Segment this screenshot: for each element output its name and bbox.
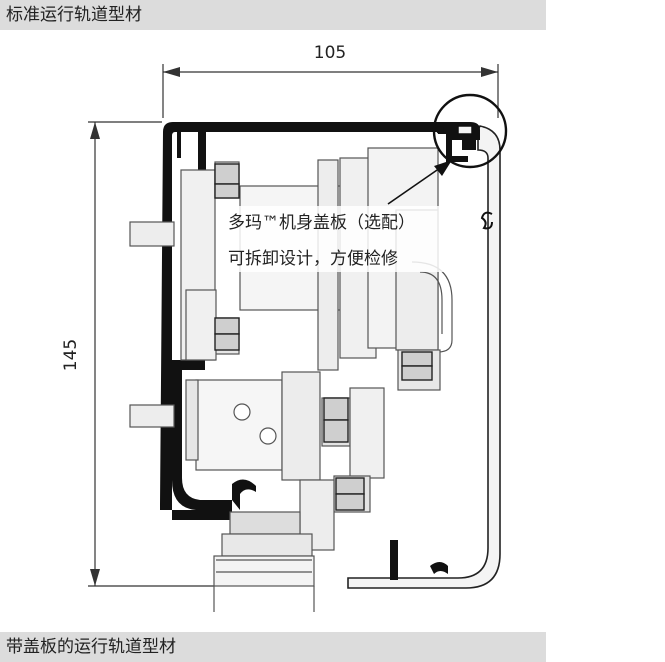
bottom-flange bbox=[160, 505, 232, 520]
left-wall-inner bbox=[172, 360, 232, 510]
callout-line-2: 可拆卸设计，方便检修 bbox=[228, 249, 398, 269]
height-arrow-top bbox=[90, 122, 100, 139]
width-arrow-right bbox=[481, 67, 498, 77]
top-rail-lip bbox=[177, 132, 181, 158]
callout-leader bbox=[387, 160, 452, 205]
bottom-section-title: 带盖板的运行轨道型材 bbox=[6, 637, 176, 657]
height-dimension-label: 145 bbox=[61, 339, 81, 371]
width-dimension-label: 105 bbox=[314, 43, 346, 63]
top-section-band: 标准运行轨道型材 bbox=[0, 0, 546, 30]
cover-tail bbox=[390, 540, 448, 580]
height-dimension bbox=[88, 121, 214, 587]
bolt-heads bbox=[214, 163, 433, 511]
track-profile-diagram: 105 145 bbox=[61, 43, 508, 612]
bottom-clip bbox=[232, 479, 256, 510]
top-section-title: 标准运行轨道型材 bbox=[6, 5, 142, 25]
callout-circle bbox=[432, 93, 508, 169]
cover-profile-outline bbox=[347, 125, 501, 589]
top-rail-rib-left bbox=[198, 132, 206, 172]
height-arrow-bottom bbox=[90, 569, 100, 586]
bottom-section-band: 带盖板的运行轨道型材 bbox=[0, 632, 546, 662]
callout-line-1: 多玛™机身盖板（选配） bbox=[228, 213, 415, 233]
callout-text-backdrop bbox=[218, 206, 466, 272]
cover-clip bbox=[480, 211, 493, 230]
width-dimension bbox=[162, 64, 499, 118]
cover-hook-detail bbox=[436, 125, 476, 162]
width-arrow-left bbox=[163, 67, 180, 77]
